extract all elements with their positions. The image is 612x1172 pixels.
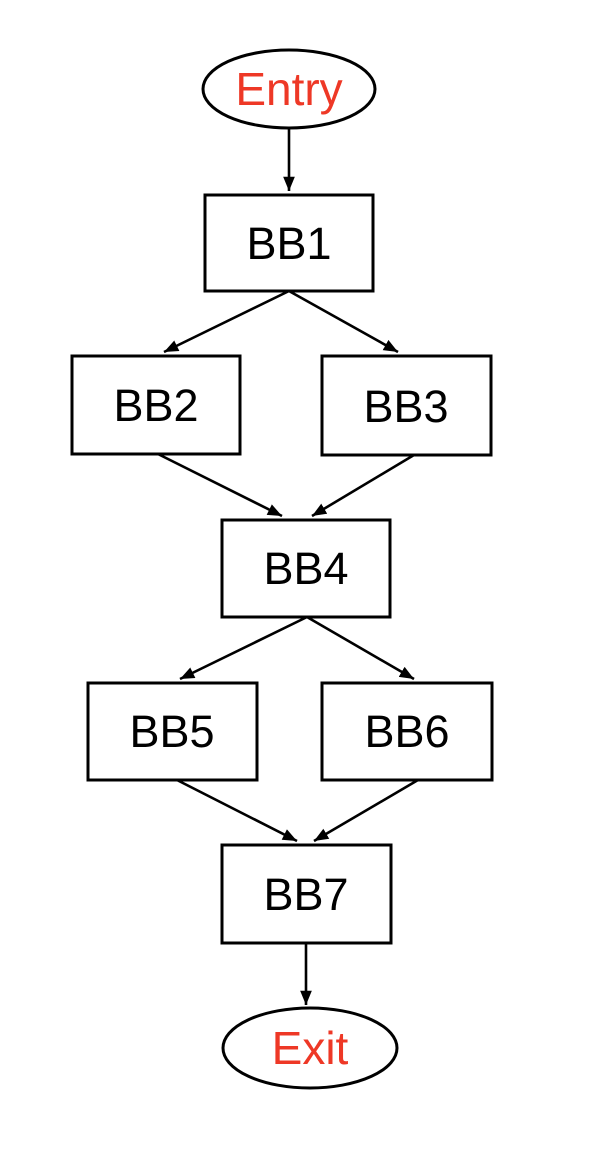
edges: [157, 128, 419, 1005]
edge-bb2-bb4: [157, 452, 283, 518]
bb7-label: BB7: [263, 869, 348, 920]
bb6-rect: [320, 681, 494, 782]
bb3-label: BB3: [363, 381, 448, 432]
edge-bb5-bb7: [176, 778, 298, 843]
bb7-rect: [220, 843, 393, 945]
edge-bb4-bb5: [179, 615, 308, 681]
bb4-label: BB4: [263, 543, 348, 594]
edge-bb6-bb7: [313, 778, 419, 843]
bb1-rect: [203, 193, 375, 293]
edge-bb1-bb3: [288, 289, 399, 354]
bb4-rect: [220, 518, 392, 619]
bb5-label: BB5: [129, 706, 214, 757]
exit-label: Exit: [272, 1022, 349, 1074]
node-entry: Entry: [201, 48, 377, 130]
node-bb3: BB3: [320, 354, 493, 457]
exit-ellipse: [221, 1006, 399, 1090]
bb6-label: BB6: [364, 706, 449, 757]
node-bb4: BB4: [220, 518, 392, 619]
node-bb1: BB1: [203, 193, 375, 293]
bb5-rect: [86, 681, 259, 782]
bb2-label: BB2: [113, 380, 198, 431]
node-bb5: BB5: [86, 681, 259, 782]
entry-ellipse: [201, 48, 377, 130]
edge-bb1-bb2: [163, 289, 290, 354]
node-bb7: BB7: [220, 843, 393, 945]
bb3-rect: [320, 354, 493, 457]
bb2-rect: [70, 354, 242, 456]
entry-label: Entry: [235, 63, 342, 115]
node-bb6: BB6: [320, 681, 494, 782]
bb1-label: BB1: [246, 218, 331, 269]
node-exit: Exit: [221, 1006, 399, 1090]
node-bb2: BB2: [70, 354, 242, 456]
edge-bb4-bb6: [306, 615, 415, 681]
edge-bb3-bb4: [311, 453, 415, 518]
